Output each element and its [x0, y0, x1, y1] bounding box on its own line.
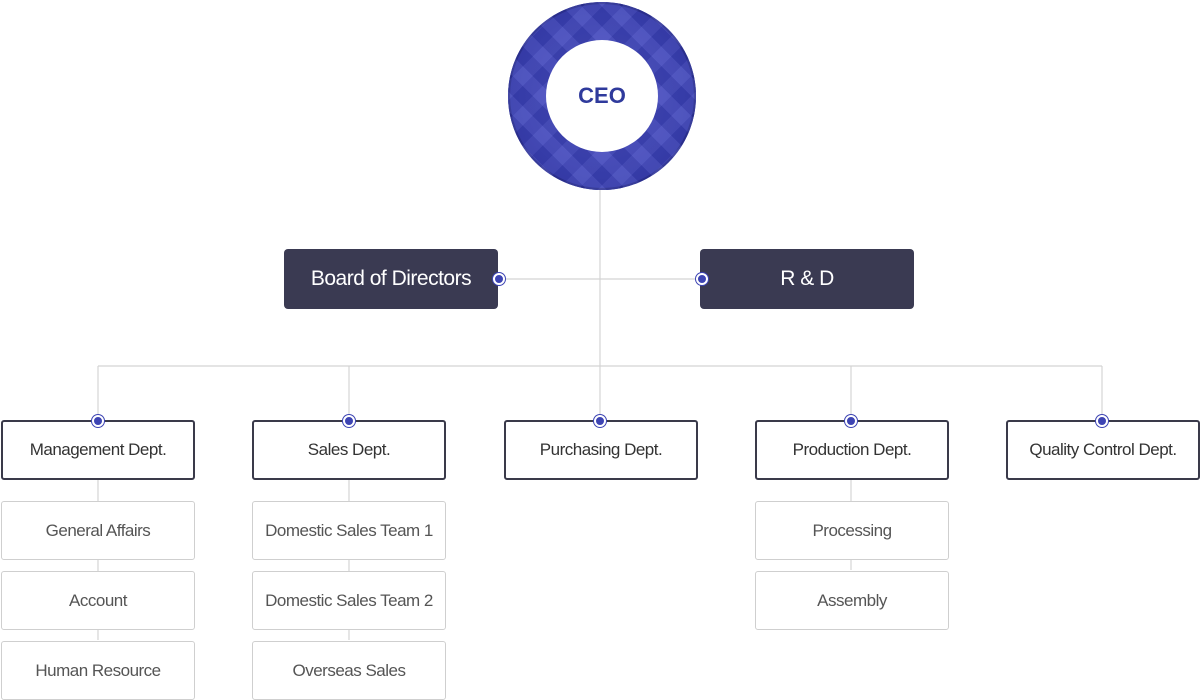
dept-purchasing: Purchasing Dept. [504, 420, 698, 480]
connector-dot [493, 273, 505, 285]
board-of-directors-node: Board of Directors [284, 249, 498, 309]
sub-label: General Affairs [45, 520, 151, 540]
sub-label: Assembly [817, 590, 887, 610]
sub-label: Account [69, 590, 127, 610]
rnd-node: R & D [700, 249, 914, 309]
sub-overseas-sales: Overseas Sales [252, 641, 446, 700]
sub-label: Domestic Sales Team 1 [265, 520, 433, 540]
sub-domestic-sales-team-1: Domestic Sales Team 1 [252, 501, 446, 560]
sub-label: Overseas Sales [292, 660, 407, 680]
sub-account: Account [1, 571, 195, 630]
dept-quality-control: Quality Control Dept. [1006, 420, 1200, 480]
connector-dot [343, 415, 355, 427]
dept-label: Purchasing Dept. [539, 440, 663, 459]
board-label: Board of Directors [310, 267, 472, 290]
connector-dot [1096, 415, 1108, 427]
ceo-node: CEO [546, 40, 658, 152]
dept-label: Quality Control Dept. [1029, 440, 1177, 459]
connector-dot [594, 415, 606, 427]
connector-dot [92, 415, 104, 427]
sub-label: Processing [812, 520, 892, 540]
rnd-label: R & D [780, 267, 834, 290]
sub-label: Human Resource [35, 660, 161, 680]
dept-sales: Sales Dept. [252, 420, 446, 480]
ceo-ring [508, 2, 696, 190]
dept-management: Management Dept. [1, 420, 195, 480]
sub-general-affairs: General Affairs [1, 501, 195, 560]
connector-dot [845, 415, 857, 427]
sub-assembly: Assembly [755, 571, 949, 630]
sub-human-resource: Human Resource [1, 641, 195, 700]
dept-label: Sales Dept. [307, 440, 391, 459]
dept-label: Production Dept. [792, 440, 912, 459]
dept-production: Production Dept. [755, 420, 949, 480]
dept-label: Management Dept. [29, 440, 167, 459]
connector-dot [696, 273, 708, 285]
ceo-label: CEO [578, 83, 626, 108]
sub-label: Domestic Sales Team 2 [265, 590, 433, 610]
sub-processing: Processing [755, 501, 949, 560]
sub-domestic-sales-team-2: Domestic Sales Team 2 [252, 571, 446, 630]
